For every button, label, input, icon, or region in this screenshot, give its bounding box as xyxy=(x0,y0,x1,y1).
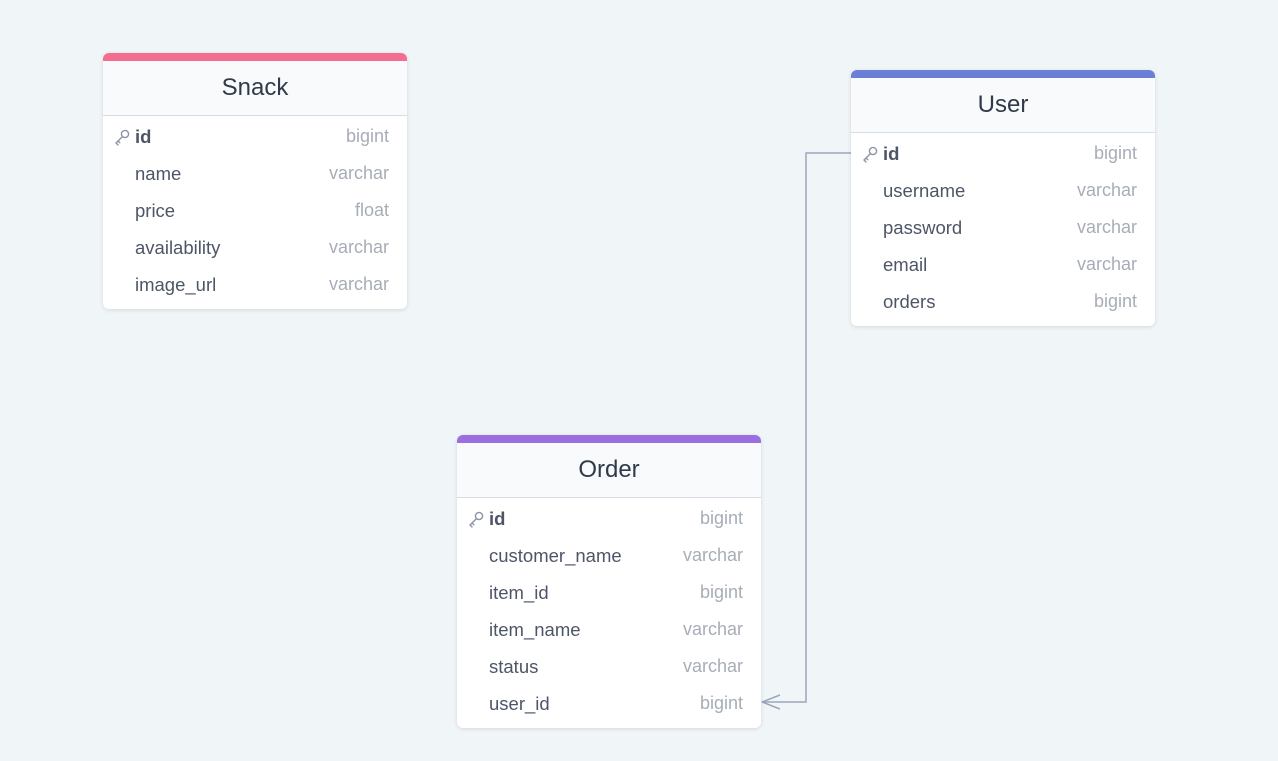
column-row-availability[interactable]: availability varchar xyxy=(103,229,407,266)
column-type: varchar xyxy=(682,656,743,676)
column-name: image_url xyxy=(135,273,217,295)
column-type: varchar xyxy=(682,545,743,565)
table-snack[interactable]: Snack id bigint name varchar price float… xyxy=(103,53,407,309)
column-type: varchar xyxy=(1076,180,1137,200)
column-type: bigint xyxy=(699,693,743,713)
column-name: customer_name xyxy=(489,544,622,566)
table-title: Snack xyxy=(221,74,289,101)
column-name: user_id xyxy=(489,692,550,714)
column-name: availability xyxy=(135,236,221,258)
column-name: username xyxy=(883,179,966,201)
table-header[interactable]: Order xyxy=(457,435,761,498)
table-header[interactable]: User xyxy=(851,70,1155,133)
table-user[interactable]: User id bigint username varchar password… xyxy=(851,70,1155,326)
key-icon xyxy=(863,146,878,163)
table-title: User xyxy=(977,91,1029,118)
column-name: item_name xyxy=(489,618,581,640)
column-type: varchar xyxy=(1076,254,1137,274)
column-type: varchar xyxy=(328,274,389,294)
relation-order-user_id-to-user-id[interactable] xyxy=(762,152,851,703)
column-row-email[interactable]: email varchar xyxy=(851,246,1155,283)
column-row-user_id[interactable]: user_id bigint xyxy=(457,685,761,722)
column-row-orders[interactable]: orders bigint xyxy=(851,283,1155,320)
column-row-status[interactable]: status varchar xyxy=(457,648,761,685)
table-title: Order xyxy=(578,456,640,483)
key-icon xyxy=(115,129,130,146)
column-type: bigint xyxy=(699,582,743,602)
column-row-customer_name[interactable]: customer_name varchar xyxy=(457,537,761,574)
column-type: bigint xyxy=(1093,291,1137,311)
column-name: id xyxy=(883,142,900,164)
column-row-id[interactable]: id bigint xyxy=(103,118,407,155)
table-header[interactable]: Snack xyxy=(103,53,407,116)
column-row-username[interactable]: username varchar xyxy=(851,172,1155,209)
column-type: float xyxy=(354,200,389,220)
column-name: password xyxy=(883,216,963,238)
column-type: varchar xyxy=(1076,217,1137,237)
column-row-item_name[interactable]: item_name varchar xyxy=(457,611,761,648)
column-name: id xyxy=(135,125,152,147)
column-row-password[interactable]: password varchar xyxy=(851,209,1155,246)
column-type: bigint xyxy=(1093,143,1137,163)
table-order[interactable]: Order id bigint customer_name varchar it… xyxy=(457,435,761,728)
column-name: price xyxy=(135,199,176,221)
column-row-id[interactable]: id bigint xyxy=(457,500,761,537)
column-type: varchar xyxy=(328,163,389,183)
column-row-name[interactable]: name varchar xyxy=(103,155,407,192)
column-type: bigint xyxy=(345,126,389,146)
column-name: name xyxy=(135,162,182,184)
column-name: status xyxy=(489,655,539,677)
column-row-price[interactable]: price float xyxy=(103,192,407,229)
column-name: id xyxy=(489,507,506,529)
column-row-id[interactable]: id bigint xyxy=(851,135,1155,172)
column-name: orders xyxy=(883,290,936,312)
column-type: varchar xyxy=(682,619,743,639)
column-type: varchar xyxy=(328,237,389,257)
column-type: bigint xyxy=(699,508,743,528)
column-name: item_id xyxy=(489,581,549,603)
crows-foot-many-icon xyxy=(761,694,781,710)
column-row-image_url[interactable]: image_url varchar xyxy=(103,266,407,303)
column-row-item_id[interactable]: item_id bigint xyxy=(457,574,761,611)
column-name: email xyxy=(883,253,928,275)
key-icon xyxy=(469,511,484,528)
